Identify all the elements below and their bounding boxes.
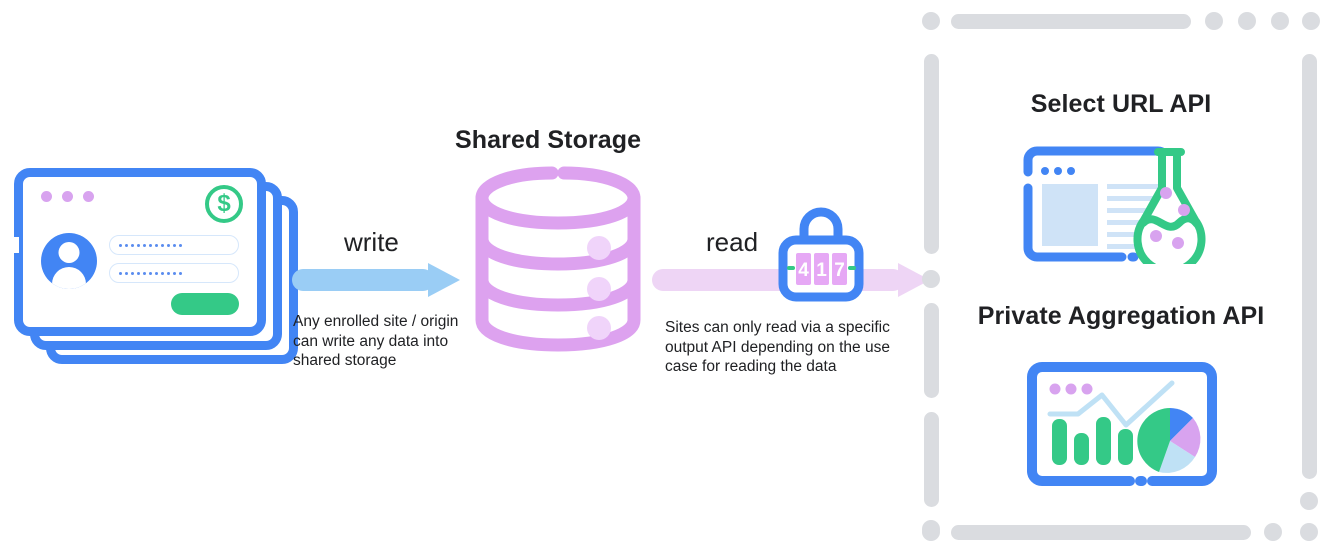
read-label: read (706, 227, 759, 257)
password-field-2[interactable] (109, 263, 239, 283)
user-avatar-icon (41, 233, 97, 289)
border-dot (1205, 12, 1223, 30)
border-dot (1264, 523, 1282, 541)
border-dot (922, 523, 940, 541)
login-card-front: $ (9, 168, 266, 336)
output-apis-panel: Select URL API Private Aggregation API (922, 12, 1320, 542)
database-cylinder-icon (472, 166, 644, 352)
border-dash (951, 14, 1191, 29)
border-dash (951, 525, 1251, 540)
submit-button[interactable] (171, 293, 239, 315)
border-dash (924, 54, 939, 254)
private-aggregation-api-title: Private Aggregation API (977, 302, 1265, 330)
window-dots-icon (41, 191, 94, 202)
lock-digit-1: 4 (798, 260, 809, 281)
card-notch (9, 237, 19, 253)
write-caption: Any enrolled site / origin can write any… (293, 313, 459, 369)
source-sites-illustration: $ (9, 168, 299, 368)
read-caption: Sites can only read via a specific outpu… (665, 319, 890, 375)
password-field-1[interactable] (109, 235, 239, 255)
border-dot (1271, 12, 1289, 30)
browser-charts-icon (1022, 359, 1222, 491)
dollar-coin-icon: $ (205, 185, 243, 223)
border-dot (1300, 492, 1318, 510)
border-dot (922, 12, 940, 30)
browser-flask-icon (1010, 144, 1230, 276)
border-dash (924, 303, 939, 398)
combination-lock-icon: 4 1 7 (778, 203, 864, 303)
border-dash (1302, 54, 1317, 479)
lock-digit-2: 1 (816, 260, 827, 281)
border-dot (922, 270, 940, 288)
border-dot (1300, 523, 1318, 541)
select-url-api-title: Select URL API (1030, 90, 1212, 118)
border-dash (924, 412, 939, 507)
write-label: write (344, 227, 399, 257)
page-title: Shared Storage (455, 126, 642, 154)
border-dot (1302, 12, 1320, 30)
border-dot (1238, 12, 1256, 30)
lock-digit-3: 7 (834, 260, 845, 281)
